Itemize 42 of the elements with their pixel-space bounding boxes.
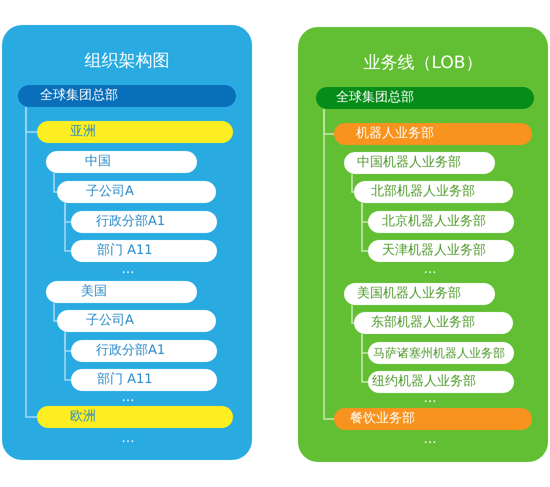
unit-pill: 纽约机器人业务部 xyxy=(368,371,514,393)
unit-pill: 部门 A11 xyxy=(71,240,217,262)
unit-pill: 全球集团总部 xyxy=(18,85,236,107)
unit-pill: 亚洲 xyxy=(37,121,233,143)
unit-pill: 行政分部A1 xyxy=(71,340,217,362)
unit-pill: 美国 xyxy=(46,281,197,303)
unit-pill: 子公司A xyxy=(57,310,216,332)
connector-line xyxy=(323,109,334,420)
connector-line xyxy=(351,305,354,324)
unit-pill: 行政分部A1 xyxy=(71,211,217,233)
ellipsis: … xyxy=(422,391,438,406)
ellipsis: … xyxy=(120,431,136,446)
unit-pill: 东部机器人业务部 xyxy=(354,312,513,334)
ellipsis: … xyxy=(422,432,438,447)
unit-pill: 子公司A xyxy=(57,181,216,203)
unit-pill: 北京机器人业务部 xyxy=(368,211,514,233)
ellipsis: … xyxy=(422,262,438,277)
panel xyxy=(298,27,548,462)
ellipsis: … xyxy=(120,390,136,405)
connector-line xyxy=(351,174,354,193)
panel-title: 组织架构图 xyxy=(84,50,170,72)
panel xyxy=(2,25,252,460)
connector-line xyxy=(64,332,71,381)
connector-line xyxy=(53,173,57,193)
unit-pill: 欧洲 xyxy=(37,406,233,428)
connector-line xyxy=(64,203,71,252)
unit-pill: 机器人业务部 xyxy=(334,123,532,145)
unit-pill: 中国机器人业务部 xyxy=(344,152,495,174)
connector-line xyxy=(53,303,57,322)
connector-line xyxy=(361,203,368,252)
unit-pill: 北部机器人业务部 xyxy=(354,181,513,203)
connector-line xyxy=(25,107,37,418)
unit-pill: 全球集团总部 xyxy=(316,87,534,109)
connector-line xyxy=(361,334,368,383)
ellipsis: … xyxy=(120,262,136,277)
unit-pill: 部门 A11 xyxy=(71,369,217,391)
unit-pill: 马萨诸塞州机器人业务部 xyxy=(368,342,514,364)
unit-pill: 中国 xyxy=(46,151,197,173)
unit-pill: 美国机器人业务部 xyxy=(344,283,495,305)
unit-pill: 餐饮业务部 xyxy=(334,408,532,430)
unit-pill: 天津机器人业务部 xyxy=(368,240,514,262)
panel-title: 业务线（LOB） xyxy=(362,52,484,74)
